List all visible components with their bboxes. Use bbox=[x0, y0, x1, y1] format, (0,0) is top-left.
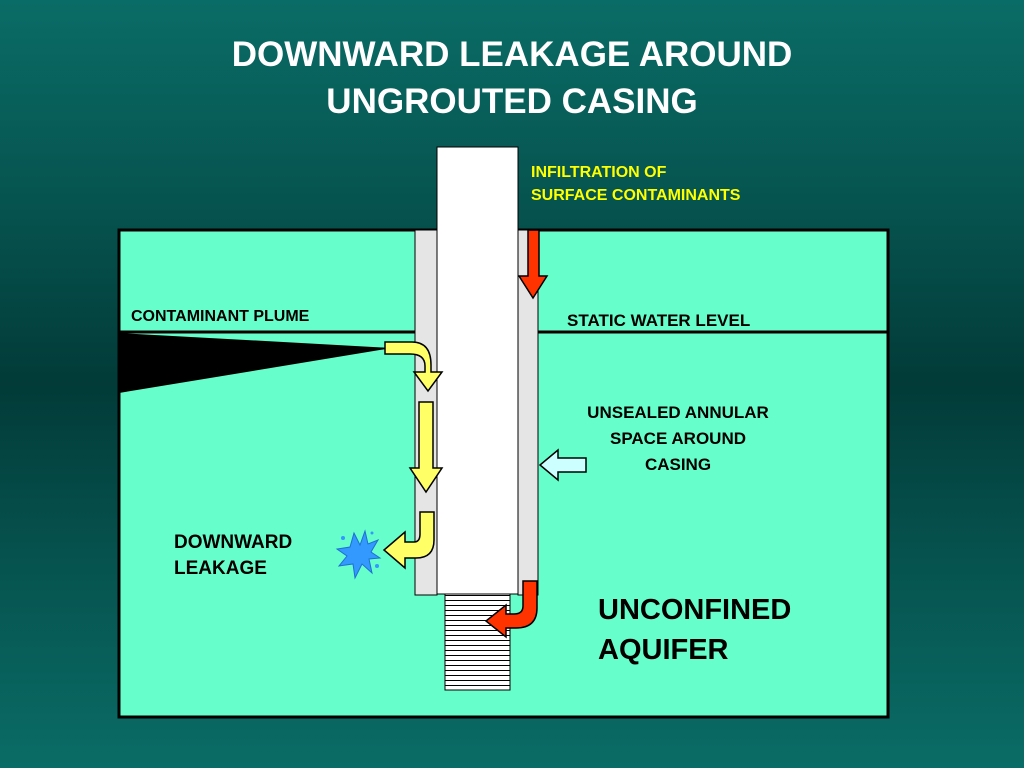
unsealed-annular-line-1: UNSEALED ANNULAR bbox=[587, 403, 769, 422]
contaminant-plume-wedge bbox=[119, 333, 392, 393]
infiltration-arrow-down bbox=[517, 229, 549, 300]
leak-arrow-curved-bottom bbox=[382, 511, 435, 570]
leak-arrow-curved-top bbox=[384, 341, 444, 393]
downward-leakage-line-1: DOWNWARD bbox=[174, 532, 293, 553]
downward-leakage-label: DOWNWARD LEAKAGE bbox=[174, 530, 292, 582]
annular-pointer-arrow bbox=[538, 448, 587, 482]
static-water-level-label: STATIC WATER LEVEL bbox=[567, 311, 751, 330]
unconfined-aquifer-line-2: AQUIFER bbox=[598, 634, 729, 666]
infiltration-label-line-1: INFILTRATION OF bbox=[531, 164, 667, 181]
well-casing bbox=[436, 146, 519, 595]
leak-arrow-straight bbox=[408, 401, 444, 494]
page-title-line-1: DOWNWARD LEAKAGE AROUND bbox=[231, 35, 793, 74]
water-splash-icon bbox=[335, 529, 382, 580]
infiltration-label: INFILTRATION OF SURFACE CONTAMINANTS bbox=[531, 161, 740, 207]
downward-leakage-line-2: LEAKAGE bbox=[174, 558, 267, 579]
unconfined-aquifer-line-1: UNCONFINED bbox=[598, 594, 792, 626]
infiltration-label-line-2: SURFACE CONTAMINANTS bbox=[531, 187, 741, 204]
unsealed-annular-line-2: SPACE AROUND bbox=[609, 429, 746, 448]
unconfined-aquifer-label: UNCONFINED AQUIFER bbox=[598, 590, 791, 670]
page-title-line-2: UNGROUTED CASING bbox=[326, 82, 698, 121]
infiltration-arrow-to-screen bbox=[484, 580, 538, 639]
well-screen bbox=[444, 593, 511, 691]
unsealed-annular-line-3: CASING bbox=[644, 455, 712, 474]
contaminant-plume-label: CONTAMINANT PLUME bbox=[131, 308, 310, 325]
unsealed-annular-label: UNSEALED ANNULAR SPACE AROUND CASING bbox=[552, 400, 804, 478]
